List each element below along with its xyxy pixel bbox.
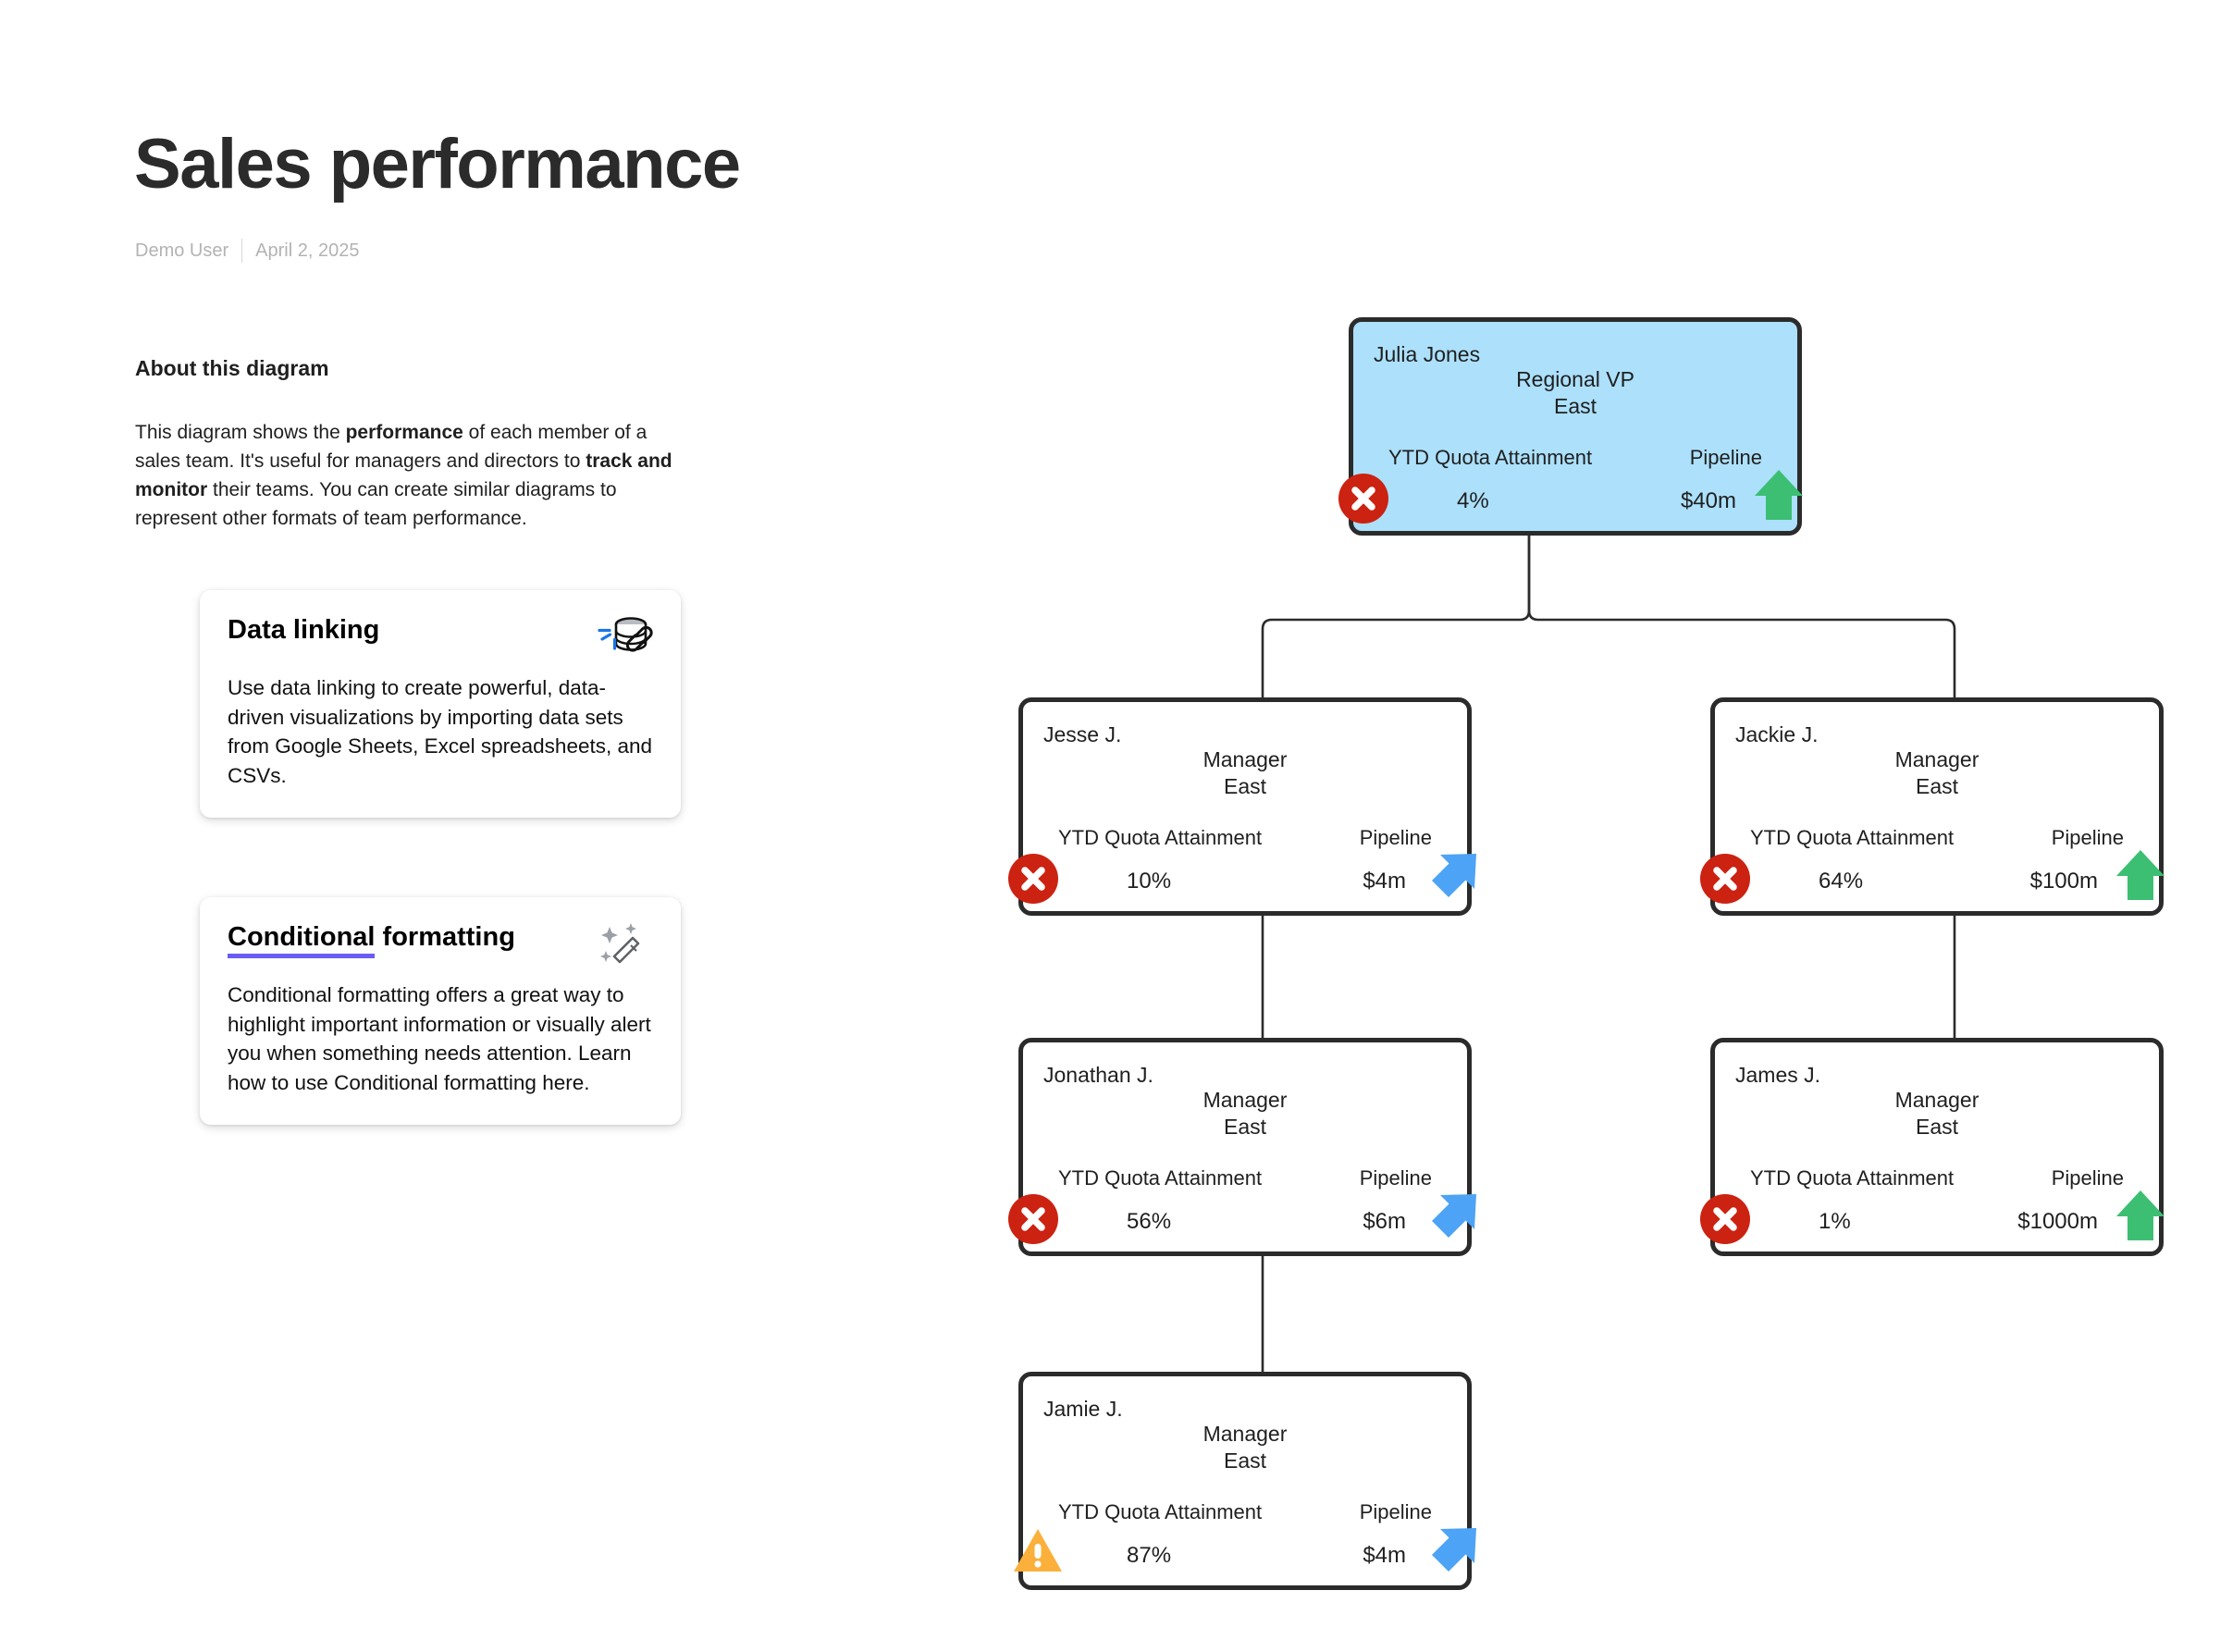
node-metric-left-value: 10% — [1127, 869, 1172, 894]
node-role: Manager East — [1023, 746, 1467, 800]
node-metric-left-label: YTD Quota Attainment — [1388, 446, 1593, 469]
card-title: Conditional formatting — [228, 921, 515, 958]
node-jonathan[interactable]: Jonathan J. Manager East YTD Quota Attai… — [1008, 1038, 1476, 1256]
node-metric-right-label: Pipeline — [2051, 826, 2124, 849]
node-role-title: Manager — [1202, 1088, 1288, 1112]
node-metric-left-label: YTD Quota Attainment — [1058, 1166, 1263, 1190]
database-link-icon — [596, 614, 653, 666]
node-metric-right-label: Pipeline — [1359, 1500, 1432, 1523]
node-role-title: Regional VP — [1516, 367, 1634, 391]
node-role-region: East — [1223, 1449, 1267, 1473]
card-conditional-formatting[interactable]: Conditional formatting Conditional forma… — [200, 897, 681, 1125]
warning-triangle-icon — [1012, 1526, 1062, 1576]
node-role-title: Manager — [1202, 1422, 1288, 1446]
card-title-rest: formatting — [375, 922, 515, 952]
node-metric-left-label: YTD Quota Attainment — [1058, 1500, 1263, 1523]
node-role: Manager East — [1023, 1421, 1467, 1474]
node-james[interactable]: James J. Manager East YTD Quota Attainme… — [1700, 1038, 2164, 1256]
node-name: Jamie J. — [1043, 1397, 1123, 1421]
arrow-up-green-icon — [1751, 466, 1807, 524]
node-metric-left-label: YTD Quota Attainment — [1750, 826, 1955, 849]
node-role: Regional VP East — [1353, 366, 1797, 420]
node-role-title: Manager — [1202, 747, 1288, 771]
node-metric-right-value: $40m — [1680, 488, 1736, 513]
error-x-icon — [1700, 1194, 1750, 1244]
node-role-title: Manager — [1894, 1088, 1980, 1112]
about-paragraph: This diagram shows the performance of ea… — [135, 422, 672, 529]
node-role-region: East — [1553, 394, 1597, 418]
magic-wand-icon — [596, 921, 653, 973]
node-role-region: East — [1915, 1115, 1959, 1139]
node-metric-right-value: $6m — [1363, 1209, 1406, 1234]
node-metric-right-value: $4m — [1363, 1543, 1406, 1568]
node-metric-left-value: 4% — [1457, 488, 1489, 513]
edge-julia-jackie — [1527, 535, 1956, 697]
node-role: Manager East — [1715, 746, 2159, 800]
node-role-title: Manager — [1894, 747, 1980, 771]
error-x-icon — [1338, 474, 1388, 524]
card-body: Conditional formatting offers a great wa… — [228, 983, 651, 1094]
node-name: James J. — [1735, 1063, 1821, 1087]
byline: Demo User April 2, 2025 — [135, 239, 359, 263]
node-metric-left-value: 1% — [1819, 1209, 1851, 1234]
node-metric-right-label: Pipeline — [1359, 826, 1432, 849]
error-x-icon — [1008, 1194, 1058, 1244]
node-jamie[interactable]: Jamie J. Manager East YTD Quota Attainme… — [1014, 1372, 1476, 1590]
node-metric-left-label: YTD Quota Attainment — [1058, 826, 1263, 849]
node-role-region: East — [1223, 1115, 1267, 1139]
node-julia[interactable]: Julia Jones Regional VP East YTD Quota A… — [1338, 317, 1803, 536]
card-data-linking[interactable]: Data linking Use — [200, 590, 681, 818]
node-metric-right-value: $4m — [1363, 869, 1406, 894]
error-x-icon — [1008, 854, 1058, 904]
node-role: Manager East — [1023, 1087, 1467, 1140]
edge-julia-jesse — [1261, 535, 1531, 697]
node-metric-left-value: 64% — [1819, 869, 1864, 894]
arrow-up-green-icon — [2113, 1187, 2168, 1244]
arrow-up-right-blue-icon — [1424, 1523, 1480, 1580]
node-metric-right-value: $100m — [2029, 869, 2098, 894]
node-metric-left-value: 56% — [1127, 1209, 1172, 1234]
node-role: Manager East — [1715, 1087, 2159, 1140]
card-head: Conditional formatting — [228, 921, 653, 973]
node-name: Jonathan J. — [1043, 1063, 1153, 1087]
node-jesse[interactable]: Jesse J. Manager East YTD Quota Attainme… — [1008, 697, 1476, 916]
node-role-region: East — [1223, 774, 1267, 798]
node-name: Julia Jones — [1374, 342, 1481, 366]
node-metric-left-label: YTD Quota Attainment — [1750, 1166, 1955, 1190]
node-jackie[interactable]: Jackie J. Manager East YTD Quota Attainm… — [1700, 697, 2164, 916]
node-role-region: East — [1915, 774, 1959, 798]
node-metric-right-label: Pipeline — [1359, 1166, 1432, 1190]
node-metric-right-value: $1000m — [2017, 1209, 2098, 1234]
about-heading: About this diagram — [135, 356, 329, 380]
card-title: Data linking — [228, 615, 380, 645]
arrow-up-right-blue-icon — [1424, 848, 1480, 906]
node-metric-left-value: 87% — [1127, 1543, 1172, 1568]
page-title: Sales performance — [134, 125, 741, 203]
node-metric-right-label: Pipeline — [1689, 446, 1762, 469]
byline-date: April 2, 2025 — [255, 240, 360, 261]
node-name: Jesse J. — [1043, 722, 1122, 746]
node-name: Jackie J. — [1735, 722, 1819, 746]
card-body: Use data linking to create powerful, dat… — [228, 676, 653, 787]
arrow-up-right-blue-icon — [1424, 1189, 1480, 1246]
arrow-up-green-icon — [2113, 846, 2168, 904]
node-metric-right-label: Pipeline — [2051, 1166, 2124, 1190]
card-title-underlined-word: Conditional — [228, 922, 376, 958]
card-head: Data linking — [228, 614, 653, 666]
byline-author: Demo User — [135, 240, 229, 261]
byline-divider — [241, 239, 243, 263]
error-x-icon — [1700, 854, 1750, 904]
